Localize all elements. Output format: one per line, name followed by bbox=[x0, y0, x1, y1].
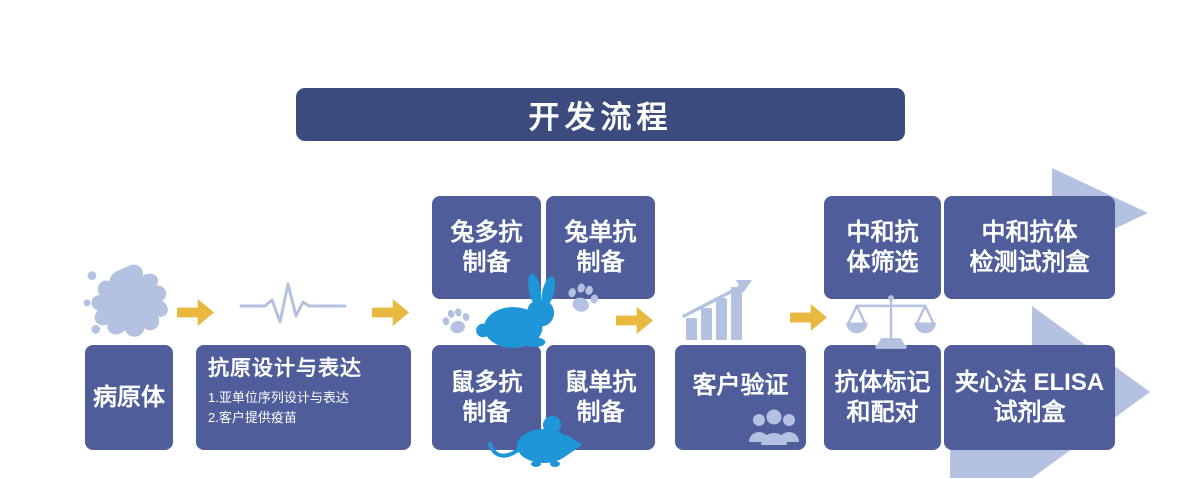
paw-print-icon bbox=[560, 277, 605, 321]
mouse-polyclonal-label-line2: 制备 bbox=[462, 398, 511, 426]
neutralizing-antibody-kit-box: 中和抗体 检测试剂盒 bbox=[944, 196, 1115, 299]
customer-validation-box: 客户验证 bbox=[675, 345, 806, 450]
pathogen-box: 病原体 bbox=[85, 345, 173, 450]
diagram-title-banner: 开发流程 bbox=[296, 88, 905, 141]
rabbit-monoclonal-box: 兔单抗 制备 bbox=[546, 196, 655, 299]
neutralizing-antibody-screening-box: 中和抗 体筛选 bbox=[824, 196, 941, 299]
antigen-design-title: 抗原设计与表达 bbox=[208, 357, 362, 380]
diagram-title: 开发流程 bbox=[528, 100, 673, 135]
customer-validation-label: 客户验证 bbox=[692, 372, 789, 399]
antigen-design-box: 抗原设计与表达 1.亚单位序列设计与表达 2.客户提供疫苗 bbox=[196, 345, 411, 450]
people-group-icon bbox=[747, 407, 801, 447]
mouse-monoclonal-label-line1: 鼠单抗 bbox=[564, 368, 637, 396]
labeling-pairing-label-line1: 抗体标记 bbox=[834, 368, 931, 396]
sandwich-elisa-kit-box: 夹心法 ELISA 试剂盒 bbox=[944, 345, 1115, 450]
step-arrow-icon bbox=[177, 299, 214, 326]
pathogen-label: 病原体 bbox=[93, 383, 165, 411]
rabbit-polyclonal-label-line2: 制备 bbox=[462, 248, 511, 276]
mouse-monoclonal-label-line2: 制备 bbox=[576, 398, 625, 426]
labeling-pairing-label-line2: 和配对 bbox=[846, 398, 919, 426]
step-arrow-icon bbox=[372, 299, 409, 326]
mouse-monoclonal-box: 鼠单抗 制备 bbox=[546, 345, 655, 450]
step-arrow-icon bbox=[616, 307, 653, 334]
mouse-polyclonal-box: 鼠多抗 制备 bbox=[432, 345, 541, 450]
step-arrow-icon bbox=[790, 304, 827, 331]
sandwich-elisa-label-line2: 试剂盒 bbox=[993, 398, 1066, 426]
balance-scales-icon bbox=[846, 294, 936, 351]
sandwich-elisa-label-line1: 夹心法 ELISA bbox=[954, 368, 1105, 396]
antigen-design-item-1: 1.亚单位序列设计与表达 bbox=[208, 390, 349, 406]
rabbit-icon bbox=[476, 272, 566, 348]
antibody-labeling-pairing-box: 抗体标记 和配对 bbox=[824, 345, 941, 450]
bar-chart-growth-icon bbox=[680, 272, 764, 340]
neutralizing-kit-label-line1: 中和抗体 bbox=[981, 218, 1078, 246]
rabbit-polyclonal-label-line1: 兔多抗 bbox=[450, 218, 523, 246]
rabbit-polyclonal-box: 兔多抗 制备 bbox=[432, 196, 541, 299]
antigen-design-item-2: 2.客户提供疫苗 bbox=[208, 410, 297, 426]
neutralizing-screening-label-line2: 体筛选 bbox=[846, 248, 919, 276]
rabbit-monoclonal-label-line1: 兔单抗 bbox=[564, 218, 637, 246]
ecg-waveform-icon bbox=[238, 278, 348, 330]
pathogen-splat-icon bbox=[82, 260, 176, 342]
mouse-icon bbox=[488, 412, 582, 468]
mouse-polyclonal-label-line1: 鼠多抗 bbox=[450, 368, 523, 396]
rabbit-monoclonal-label-line2: 制备 bbox=[576, 248, 625, 276]
paw-print-icon bbox=[437, 303, 476, 340]
neutralizing-kit-label-line2: 检测试剂盒 bbox=[969, 248, 1090, 276]
neutralizing-screening-label-line1: 中和抗 bbox=[846, 218, 919, 246]
